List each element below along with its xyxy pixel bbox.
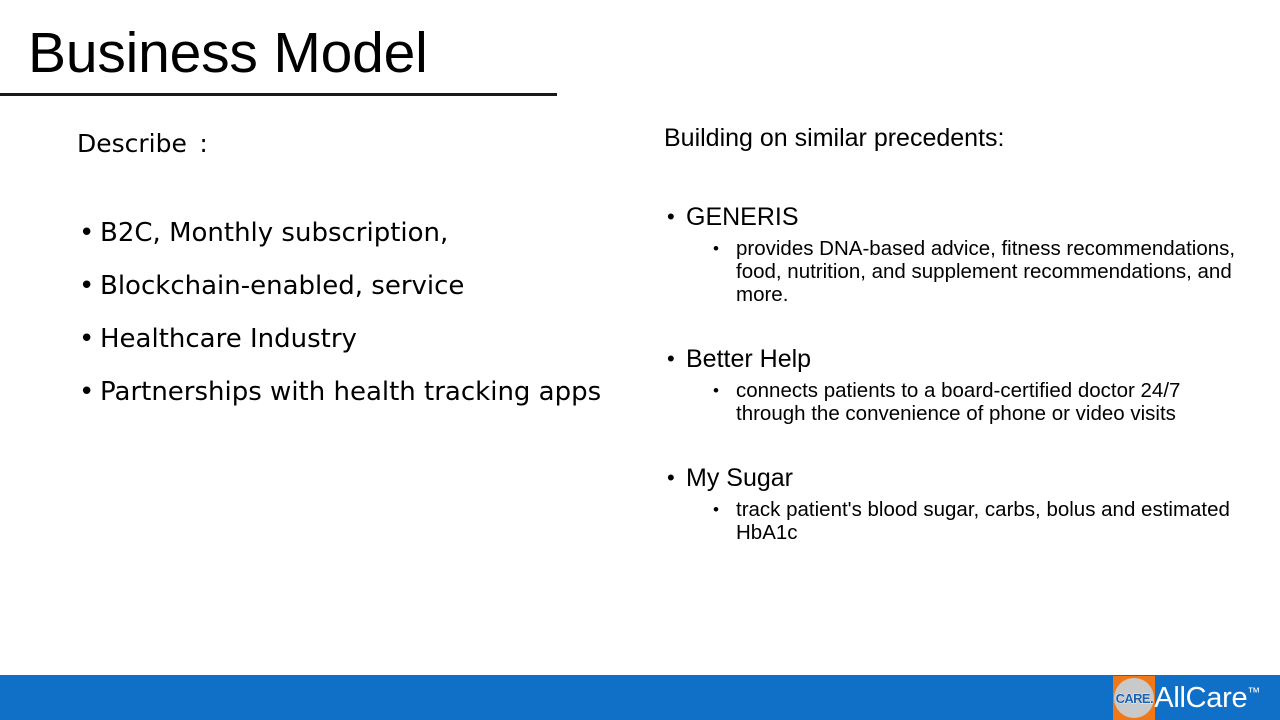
right-content-column: Building on similar precedents: • GENERI…	[660, 122, 1245, 544]
bullet-dot-icon: •	[79, 218, 95, 248]
bullet-dot-icon: •	[667, 346, 675, 371]
precedent-detail-label: connects patients to a board-certified d…	[736, 379, 1181, 425]
list-item: • Healthcare Industry	[70, 318, 630, 361]
right-column-heading: Building on similar precedents:	[664, 124, 1005, 152]
logo-circle-shape	[1114, 678, 1155, 718]
bullet-dot-icon: •	[79, 271, 95, 301]
precedent-detail: • provides DNA-based advice, fitness rec…	[660, 237, 1245, 306]
bullet-dot-icon: •	[667, 465, 675, 490]
precedent-name-label: Better Help	[686, 345, 812, 373]
precedent-detail: • connects patients to a board-certified…	[660, 379, 1245, 425]
list-item-label: Partnerships with health tracking apps	[100, 377, 602, 407]
precedent-detail-label: provides DNA-based advice, fitness recom…	[736, 237, 1236, 306]
sub-bullet-dot-icon: •	[713, 239, 719, 258]
bullet-dot-icon: •	[667, 204, 675, 229]
spacer	[660, 154, 1245, 202]
spacer	[660, 306, 1245, 344]
left-bullet-list: • B2C, Monthly subscription, • Blockchai…	[70, 212, 630, 414]
brand-name: AllCare™	[1154, 681, 1260, 714]
bullet-dot-icon: •	[79, 324, 95, 354]
list-item: • Partnerships with health tracking apps	[70, 371, 630, 414]
left-content-column: Describe : • B2C, Monthly subscription, …	[70, 128, 630, 424]
precedent-detail-label: track patient's blood sugar, carbs, bolu…	[736, 498, 1230, 544]
precedent-group-better-help: • Better Help • connects patients to a b…	[660, 344, 1245, 425]
list-item-label: B2C, Monthly subscription,	[100, 218, 449, 248]
list-item: • Blockchain-enabled, service	[70, 265, 630, 308]
list-item-label: Healthcare Industry	[100, 324, 357, 354]
precedent-name: • My Sugar	[660, 463, 1245, 493]
logo-mark-text: CARE.	[1115, 690, 1154, 706]
allcare-logo-icon: CARE.	[1113, 676, 1156, 720]
sub-bullet-dot-icon: •	[713, 381, 719, 400]
precedent-group-my-sugar: • My Sugar • track patient's blood sugar…	[660, 463, 1245, 544]
precedent-name-label: My Sugar	[686, 464, 793, 492]
bullet-dot-icon: •	[79, 377, 95, 407]
sub-bullet-dot-icon: •	[713, 500, 719, 519]
precedent-detail: • track patient's blood sugar, carbs, bo…	[660, 498, 1245, 544]
list-item-label: Blockchain-enabled, service	[100, 271, 465, 301]
precedent-name: • Better Help	[660, 344, 1245, 374]
list-item: • B2C, Monthly subscription,	[70, 212, 630, 255]
brand-logo: CARE. AllCare™	[1113, 676, 1260, 720]
brand-name-label: AllCare	[1154, 681, 1248, 714]
spacer	[660, 425, 1245, 463]
footer-bar	[0, 675, 1280, 720]
trademark-symbol: ™	[1247, 683, 1260, 699]
precedent-name: • GENERIS	[660, 202, 1245, 232]
title-underline-rule	[0, 93, 557, 96]
page-title: Business Model	[28, 21, 428, 85]
precedent-group-generis: • GENERIS • provides DNA-based advice, f…	[660, 202, 1245, 306]
left-column-heading: Describe :	[77, 129, 208, 158]
precedent-name-label: GENERIS	[686, 203, 799, 231]
